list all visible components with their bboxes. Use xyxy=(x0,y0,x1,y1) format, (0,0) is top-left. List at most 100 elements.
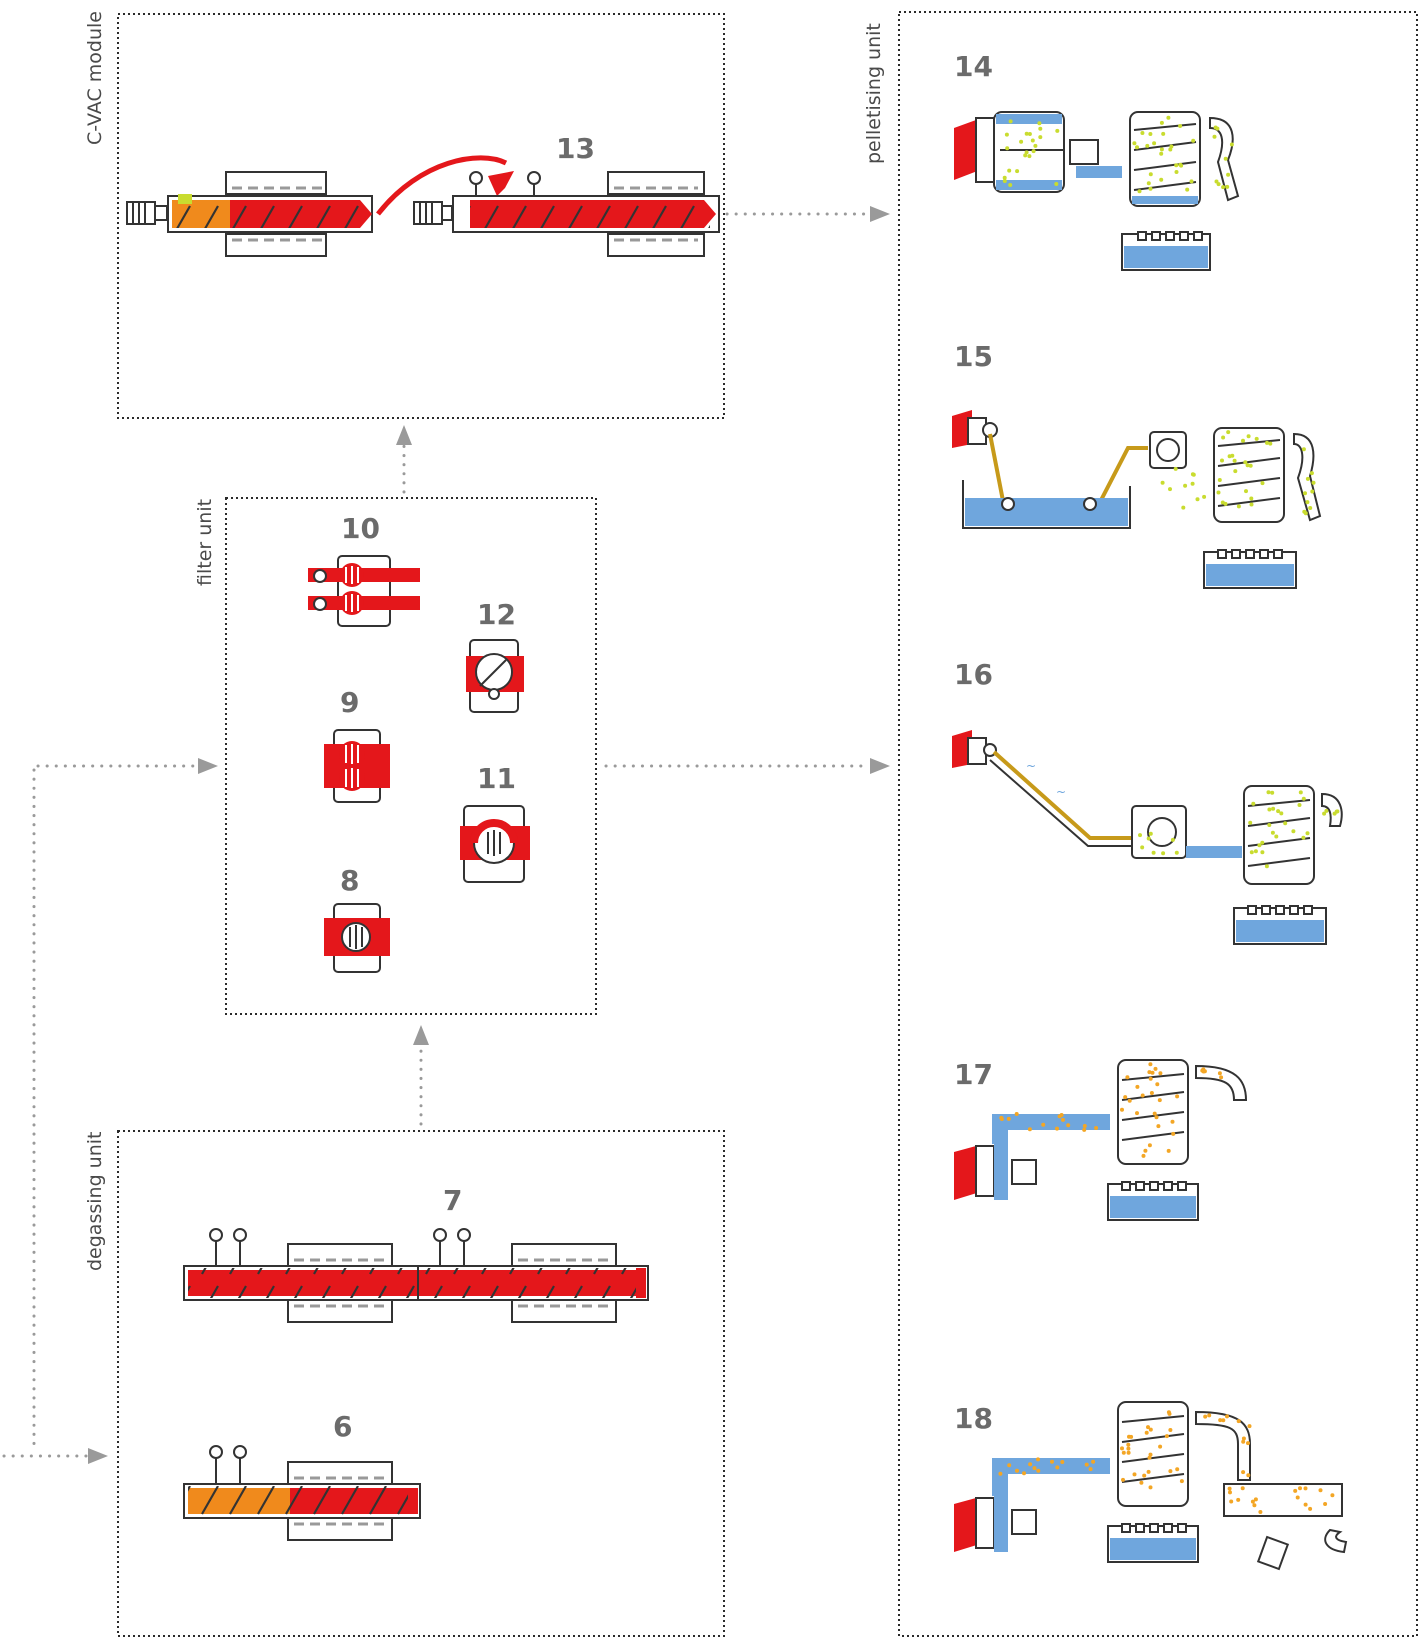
pellet xyxy=(1135,1111,1139,1116)
step-13-number: 13 xyxy=(556,132,595,165)
pellet xyxy=(1295,1495,1300,1500)
pellet xyxy=(1140,1093,1145,1098)
pellet xyxy=(1264,864,1269,869)
pellet xyxy=(1004,132,1009,137)
pellet xyxy=(1082,1124,1087,1128)
pellet xyxy=(1166,1148,1171,1153)
pellet xyxy=(1147,1143,1152,1148)
cvac-extruder-left xyxy=(126,171,373,257)
pellet xyxy=(1156,1124,1161,1129)
pellet xyxy=(1241,1436,1246,1441)
pellet xyxy=(1145,143,1150,148)
filter-8-screen-changer xyxy=(324,903,390,973)
pellet xyxy=(1055,1126,1059,1131)
pellet xyxy=(1241,438,1245,443)
pellet xyxy=(1147,1070,1152,1075)
pellet xyxy=(1301,835,1306,840)
pellet xyxy=(1216,182,1221,187)
pellet xyxy=(1227,454,1232,459)
pellet xyxy=(1050,1459,1054,1464)
pellet xyxy=(1127,1098,1132,1103)
pellet xyxy=(1190,481,1195,486)
pellet xyxy=(1161,851,1166,856)
pellet xyxy=(1036,1457,1040,1462)
pellet xyxy=(1140,845,1145,850)
pellet xyxy=(1305,476,1310,481)
pellet xyxy=(1253,1497,1258,1502)
pellet xyxy=(1041,1122,1046,1127)
pellet xyxy=(1132,141,1137,146)
cvac-transfer-arrow xyxy=(376,155,514,216)
pellet xyxy=(1146,836,1151,841)
pellet xyxy=(1054,182,1059,186)
pellet xyxy=(1253,849,1258,854)
pellet xyxy=(1159,151,1164,156)
pellet xyxy=(1157,1098,1162,1103)
pellet xyxy=(1217,478,1222,482)
pellet xyxy=(1148,1062,1153,1067)
pellet xyxy=(1260,840,1265,845)
pellet xyxy=(1027,154,1032,159)
pellet xyxy=(1171,1131,1176,1136)
pellet xyxy=(1301,796,1306,801)
step-6-number: 6 xyxy=(333,1410,352,1443)
pellet xyxy=(1008,119,1013,124)
pellet xyxy=(1301,447,1306,452)
pellet xyxy=(1276,809,1281,814)
pellet xyxy=(1217,1071,1222,1076)
pellet xyxy=(998,1471,1003,1476)
pellet xyxy=(1033,143,1038,148)
pellet xyxy=(1120,1446,1124,1451)
flow-arrow-bypass-to-filter xyxy=(32,758,218,1448)
step-10-number: 10 xyxy=(341,512,380,545)
pellet xyxy=(1168,1469,1173,1474)
pellet xyxy=(999,1115,1004,1120)
pellet xyxy=(1246,1473,1251,1478)
pellet xyxy=(1267,823,1272,827)
pellet xyxy=(1246,1441,1250,1446)
pellet xyxy=(1249,502,1254,507)
pellet xyxy=(1148,172,1153,177)
pelletiser-14-underwater xyxy=(954,111,1240,271)
pellet xyxy=(1249,496,1254,501)
pellet xyxy=(1168,487,1172,492)
pellet xyxy=(1014,1112,1019,1116)
pellet xyxy=(1318,1488,1323,1493)
pellet xyxy=(1268,441,1273,446)
flow-arrow-filter-to-pelletising xyxy=(604,758,890,774)
pellet xyxy=(1270,790,1275,795)
pellet xyxy=(1179,1479,1184,1484)
pellet xyxy=(1173,466,1178,471)
flow-arrow-input-to-degassing xyxy=(2,1448,108,1464)
pellet xyxy=(1126,1442,1131,1447)
pellet xyxy=(1305,500,1310,505)
pellet xyxy=(1006,1116,1011,1121)
pellet xyxy=(1175,1467,1180,1472)
pellet xyxy=(1121,1450,1126,1455)
pellet xyxy=(1257,843,1262,848)
pelletiser-16-strand-inclined: ~ ~ xyxy=(952,730,1343,945)
pellet xyxy=(1185,187,1190,192)
pellet-dots xyxy=(998,115,1340,1514)
step-18-number: 18 xyxy=(954,1402,993,1435)
pellet xyxy=(1227,1486,1232,1491)
pellet xyxy=(1201,1067,1206,1072)
pellet xyxy=(1223,501,1228,506)
pellet xyxy=(1240,1486,1245,1491)
pellet xyxy=(1223,156,1228,161)
pellet xyxy=(1019,139,1024,144)
pellet xyxy=(1127,1434,1131,1439)
pellet xyxy=(1221,435,1226,440)
pellet xyxy=(1151,850,1156,855)
pellet xyxy=(1309,471,1314,476)
pellet xyxy=(1260,481,1265,486)
pellet xyxy=(1066,1123,1071,1128)
pellet xyxy=(1305,831,1310,836)
pellet xyxy=(1213,125,1218,130)
pellet xyxy=(1024,131,1029,136)
pellet xyxy=(1332,811,1337,816)
svg-text:~: ~ xyxy=(1056,785,1066,799)
pellet xyxy=(1174,170,1179,174)
pellet xyxy=(1244,489,1248,494)
pellet xyxy=(1267,807,1272,812)
